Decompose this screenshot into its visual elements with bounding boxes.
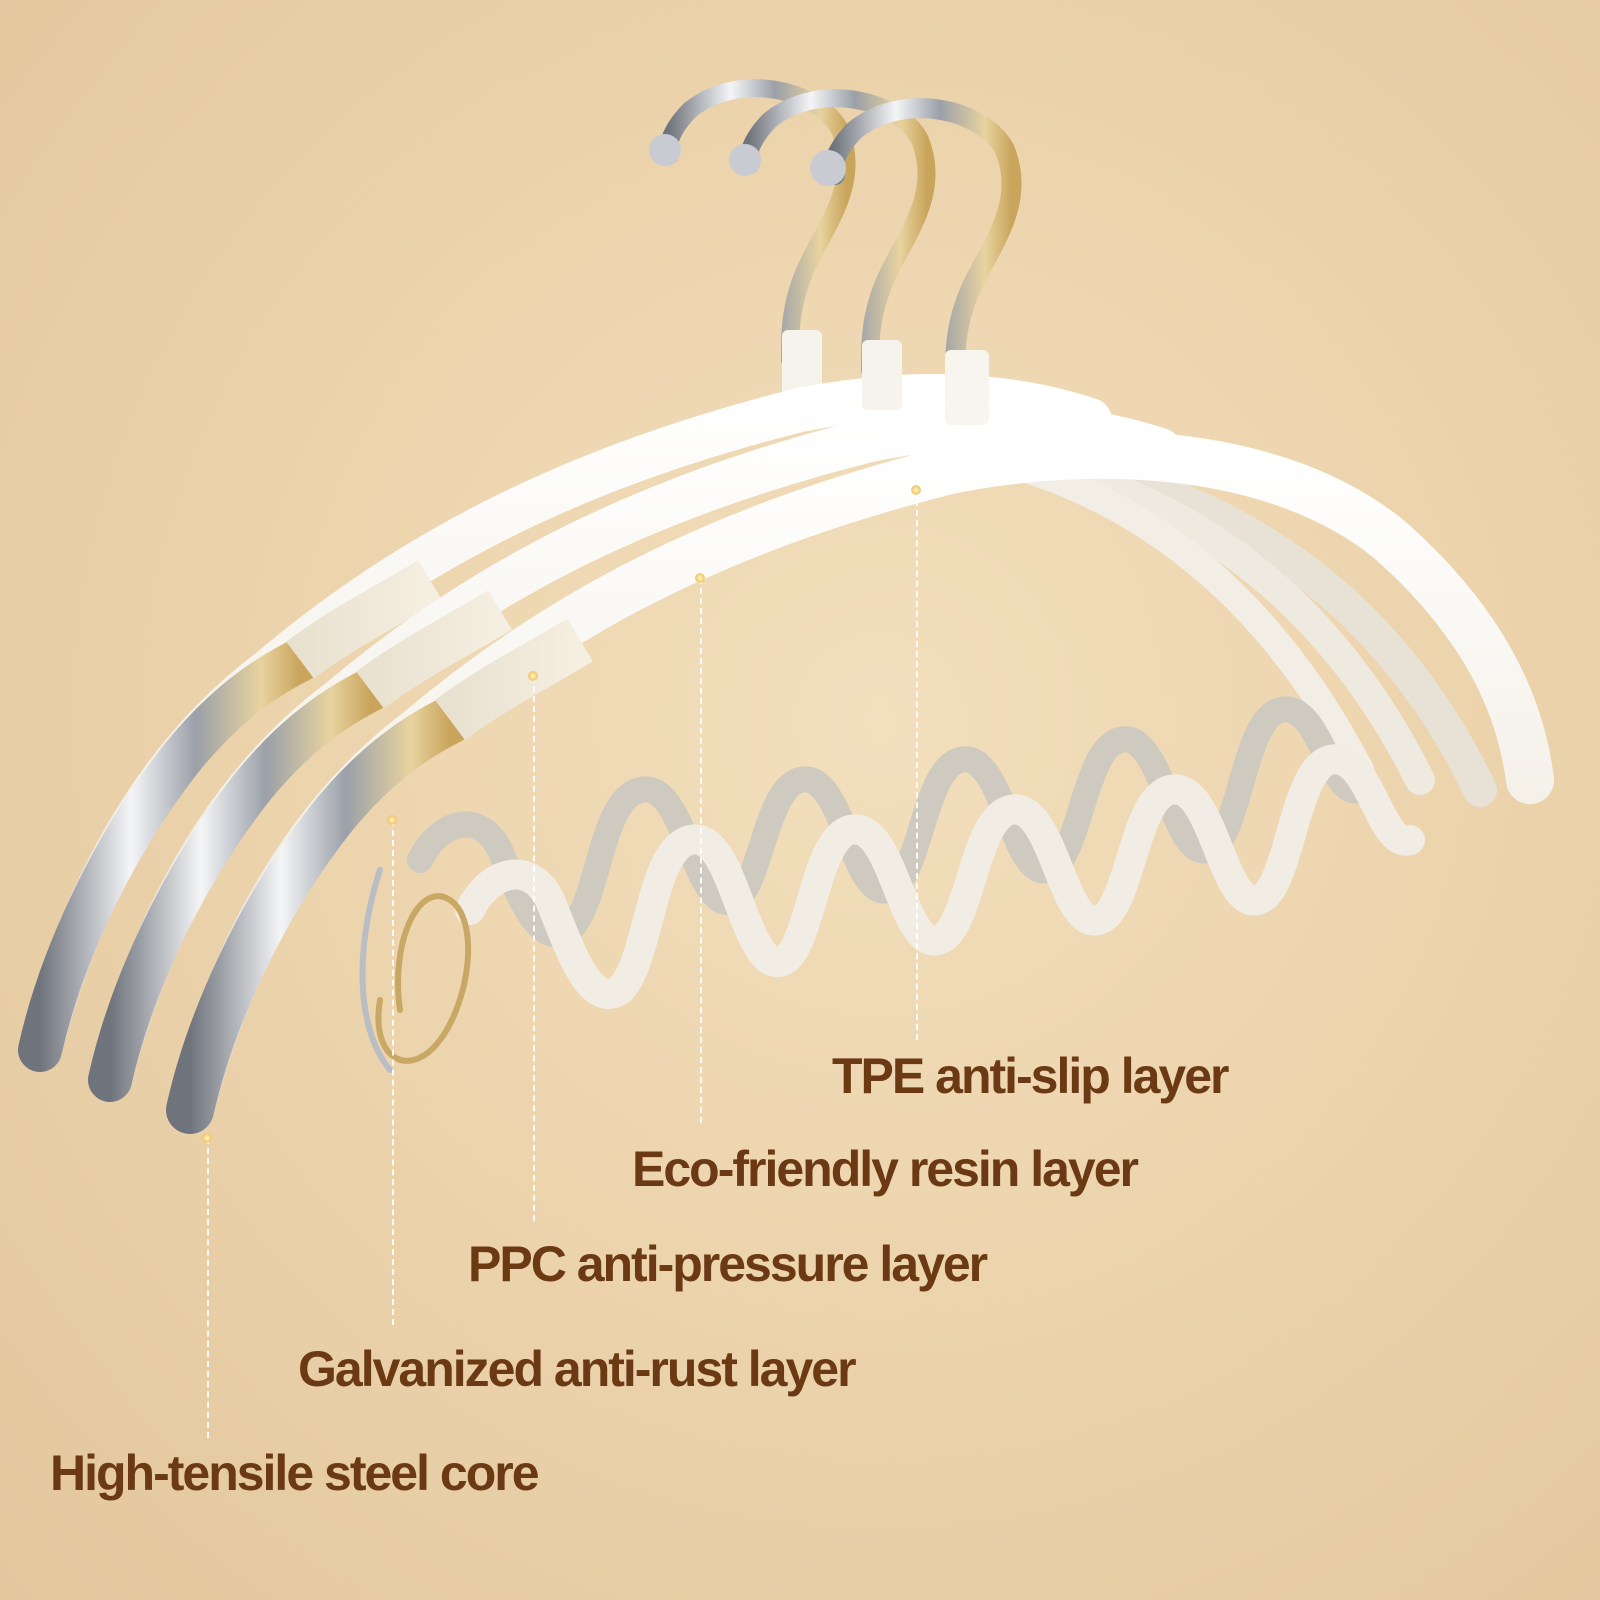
hanger-middle xyxy=(88,89,1182,1102)
leader-line-ppc xyxy=(533,676,535,1221)
leader-dot-ppc xyxy=(528,671,538,681)
leader-line-steel xyxy=(207,1138,209,1438)
label-tpe-anti-slip: TPE anti-slip layer xyxy=(832,1048,1229,1104)
leader-dot-steel xyxy=(202,1133,212,1143)
leader-dot-resin xyxy=(695,573,705,583)
leader-line-resin xyxy=(700,578,702,1123)
hanger-rear-arms xyxy=(1016,453,1497,807)
leader-dot-tpe xyxy=(911,485,921,495)
label-ppc-anti-pressure: PPC anti-pressure layer xyxy=(468,1236,988,1292)
leader-line-galvanized xyxy=(392,820,394,1325)
label-galvanized-anti-rust: Galvanized anti-rust layer xyxy=(298,1341,857,1397)
label-steel-core: High-tensile steel core xyxy=(50,1445,539,1501)
scarf-loop-rail xyxy=(359,696,1425,1073)
leader-dot-galvanized xyxy=(387,815,397,825)
hanger-back xyxy=(18,79,1112,1072)
hanger-front xyxy=(166,98,1554,1134)
label-eco-resin: Eco-friendly resin layer xyxy=(632,1141,1139,1197)
leader-line-tpe xyxy=(916,490,918,1040)
